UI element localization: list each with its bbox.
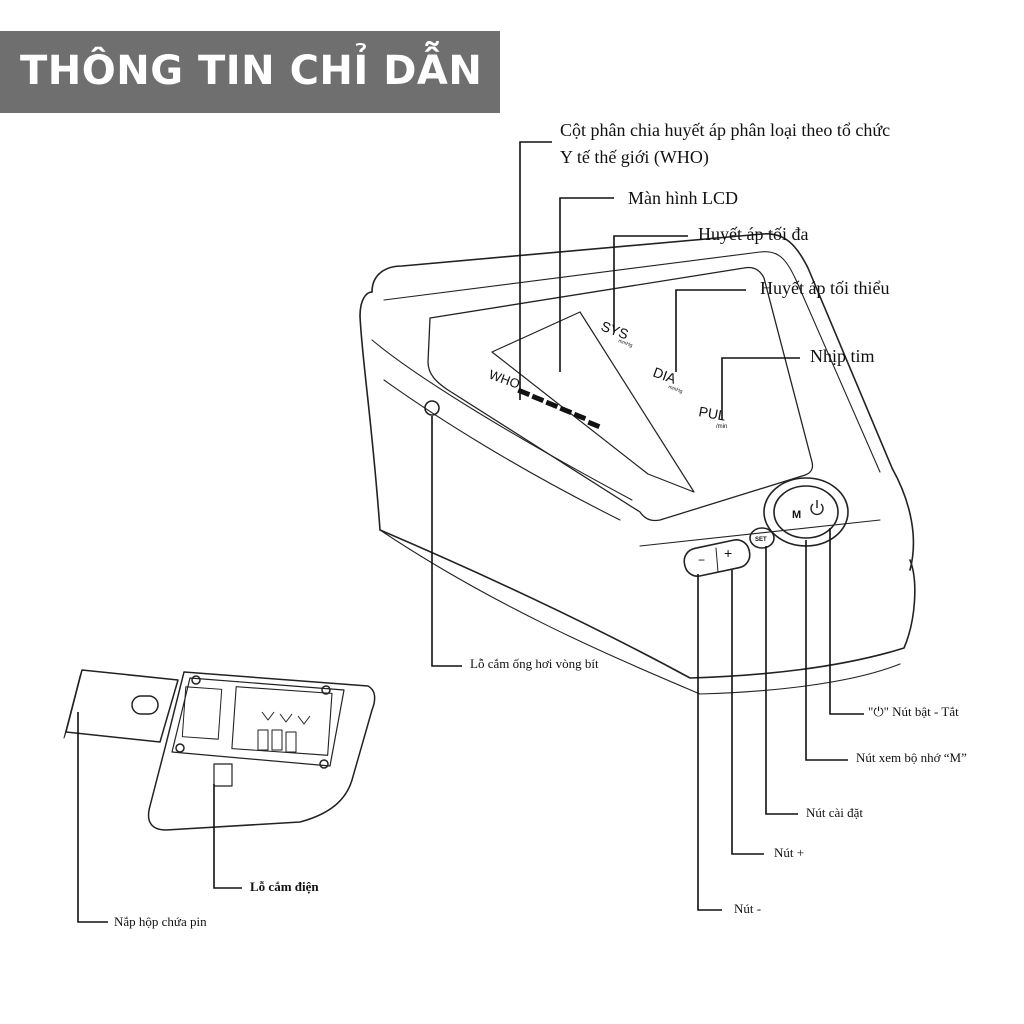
power-label-text: " Nút bật - Tắt xyxy=(883,704,959,719)
lcd-sys-unit: mmHg xyxy=(617,338,633,349)
leader-who xyxy=(519,141,552,400)
lcd-pul-unit: /min xyxy=(716,424,727,430)
leader-battery-cover xyxy=(77,712,108,923)
label-who-line2: Y tế thế giới (WHO) xyxy=(560,147,709,167)
device-top-outline xyxy=(371,233,915,571)
power-label-prefix: " xyxy=(868,704,874,719)
minus-button-glyph: − xyxy=(698,553,705,567)
leader-minus xyxy=(697,574,722,911)
label-lcd-screen: Màn hình LCD xyxy=(628,188,738,208)
battery-cover xyxy=(65,669,179,743)
label-plus-button: Nút + xyxy=(774,845,805,860)
lcd-dia-label: DIA xyxy=(651,364,679,387)
power-icon xyxy=(810,500,824,516)
label-power-button: "⏻" Nút bật - Tắt xyxy=(868,704,959,721)
plus-button-glyph: + xyxy=(724,545,732,561)
label-set-button: Nút cài đặt xyxy=(806,805,864,820)
lcd-who-label: WHO xyxy=(487,367,522,392)
label-battery-cover: Nắp hộp chứa pin xyxy=(114,914,207,929)
leader-set xyxy=(765,546,798,815)
battery-cover-latch xyxy=(131,695,159,715)
leader-pul xyxy=(721,357,800,420)
memory-button-glyph: M xyxy=(792,509,801,521)
label-pulse: Nhịp tim xyxy=(810,346,875,366)
leader-lcd xyxy=(559,197,614,372)
leader-memory xyxy=(805,540,848,761)
leader-cuff xyxy=(431,416,462,667)
device-front-face xyxy=(359,315,916,679)
leader-dia xyxy=(675,289,746,372)
label-who-line1: Cột phân chia huyết áp phân loại theo tổ… xyxy=(560,120,891,140)
leader-power xyxy=(829,528,864,715)
lcd-frame xyxy=(427,266,814,522)
device-top-inner xyxy=(383,251,881,473)
leader-plus xyxy=(731,570,764,855)
power-socket xyxy=(213,763,233,787)
title-banner xyxy=(0,31,500,113)
page-title: THÔNG TIN CHỈ DẪN xyxy=(20,48,483,94)
label-diastolic: Huyết áp tối thiểu xyxy=(760,278,890,298)
leader-power-socket xyxy=(213,784,242,889)
leader-sys xyxy=(613,235,688,332)
device-front-edge-2 xyxy=(371,339,633,501)
device-left-side xyxy=(359,291,373,317)
label-systolic: Huyết áp tối đa xyxy=(698,224,809,244)
power-label-icon: ⏻ xyxy=(873,705,884,720)
lcd-sys-label: SYS xyxy=(599,318,631,343)
battery-compartment-frame xyxy=(171,677,345,767)
cuff-socket xyxy=(424,400,440,416)
plus-minus-rocker xyxy=(683,539,751,577)
set-button-outline xyxy=(749,527,775,549)
lcd-dia-unit: mmHg xyxy=(667,384,683,395)
label-minus-button: Nút - xyxy=(734,901,762,916)
battery-well xyxy=(231,686,333,756)
set-button-glyph: SET xyxy=(755,537,767,543)
device-front-edge xyxy=(383,379,621,521)
power-button-outer xyxy=(763,477,849,547)
lcd-screen xyxy=(491,311,695,493)
device-base-line xyxy=(639,519,881,547)
who-bar-segments xyxy=(517,387,601,430)
label-power-socket: Lỗ cắm điện xyxy=(250,879,319,894)
lcd-pul-label: PUL xyxy=(697,403,727,424)
label-memory-button: Nút xem bộ nhớ “M” xyxy=(856,750,967,765)
label-cuff-socket: Lỗ cắm ống hơi vòng bít xyxy=(470,656,599,671)
power-button-inner xyxy=(773,485,839,539)
device-bottom-shell xyxy=(147,671,376,831)
device-front-lower xyxy=(379,529,901,695)
